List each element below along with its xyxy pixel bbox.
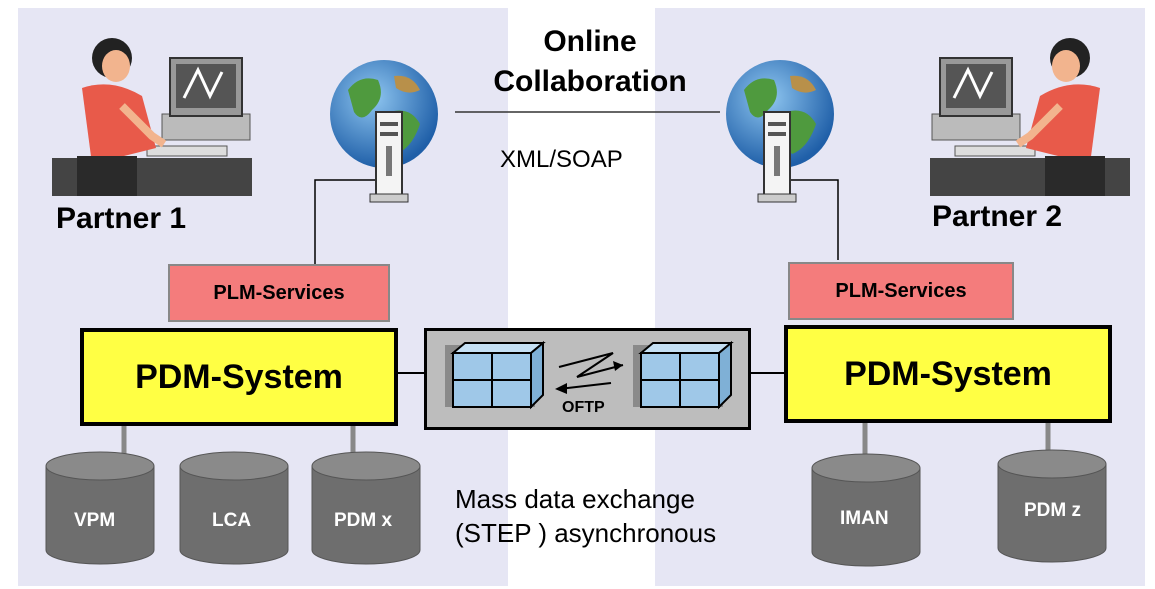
online-collaboration-title: Online Collaboration bbox=[460, 22, 720, 102]
left-data-block-icon bbox=[445, 340, 546, 410]
partner-1-workstation-icon bbox=[52, 38, 252, 196]
database-iman: IMAN bbox=[810, 452, 922, 577]
right-data-block-icon bbox=[633, 340, 734, 410]
database-lca-label: LCA bbox=[212, 510, 252, 531]
online-title-line-1: Online bbox=[543, 25, 637, 58]
plm-services-right-label: PLM-Services bbox=[835, 279, 967, 302]
database-vpm-label: VPM bbox=[74, 510, 116, 531]
database-pdm-x: PDM x bbox=[310, 450, 422, 575]
database-lca: LCA bbox=[178, 450, 290, 575]
database-pdm-z-label: PDM z bbox=[1024, 500, 1081, 521]
database-iman-label: IMAN bbox=[840, 508, 889, 529]
database-cylinder-icon bbox=[311, 451, 421, 565]
mass-exchange-line-1: Mass data exchange bbox=[455, 484, 695, 514]
oftp-label: OFTP bbox=[562, 399, 605, 416]
oftp-graphic bbox=[445, 340, 734, 410]
partner-1-label: Partner 1 bbox=[56, 202, 187, 235]
database-pdm-z: PDM z bbox=[996, 448, 1108, 573]
partner-2-workstation-icon bbox=[930, 38, 1130, 196]
partner-2-server-globe-icon bbox=[726, 60, 834, 203]
mass-exchange-line-2: (STEP ) asynchronous bbox=[455, 518, 717, 548]
mass-exchange-description: Mass data exchange (STEP ) asynchronous bbox=[455, 482, 716, 550]
database-cylinder-icon bbox=[811, 453, 921, 567]
partner-1-server-globe-icon bbox=[330, 60, 438, 203]
bidirectional-transfer-arrow-icon bbox=[555, 352, 624, 394]
plm-services-right-box: PLM-Services bbox=[788, 262, 1014, 320]
pdm-system-left-label: PDM-System bbox=[135, 357, 343, 396]
plm-services-left-box: PLM-Services bbox=[168, 264, 390, 322]
database-pdm-x-label: PDM x bbox=[334, 510, 393, 531]
database-vpm: VPM bbox=[44, 450, 156, 575]
pdm-system-right-label: PDM-System bbox=[844, 354, 1052, 393]
database-cylinder-icon bbox=[45, 451, 155, 565]
left-globe-to-services-line bbox=[314, 179, 383, 264]
right-globe-to-services-line bbox=[785, 179, 839, 260]
oftp-exchange-box: OFTP bbox=[424, 328, 751, 430]
pdm-system-right-box: PDM-System bbox=[784, 325, 1112, 423]
online-title-line-2: Collaboration bbox=[493, 65, 687, 98]
partner-2-label: Partner 2 bbox=[932, 200, 1063, 233]
plm-services-left-label: PLM-Services bbox=[213, 281, 345, 304]
database-cylinder-icon bbox=[179, 451, 289, 565]
database-cylinder-icon bbox=[997, 449, 1107, 563]
protocol-label: XML/SOAP bbox=[500, 146, 623, 173]
pdm-system-left-box: PDM-System bbox=[80, 328, 398, 426]
